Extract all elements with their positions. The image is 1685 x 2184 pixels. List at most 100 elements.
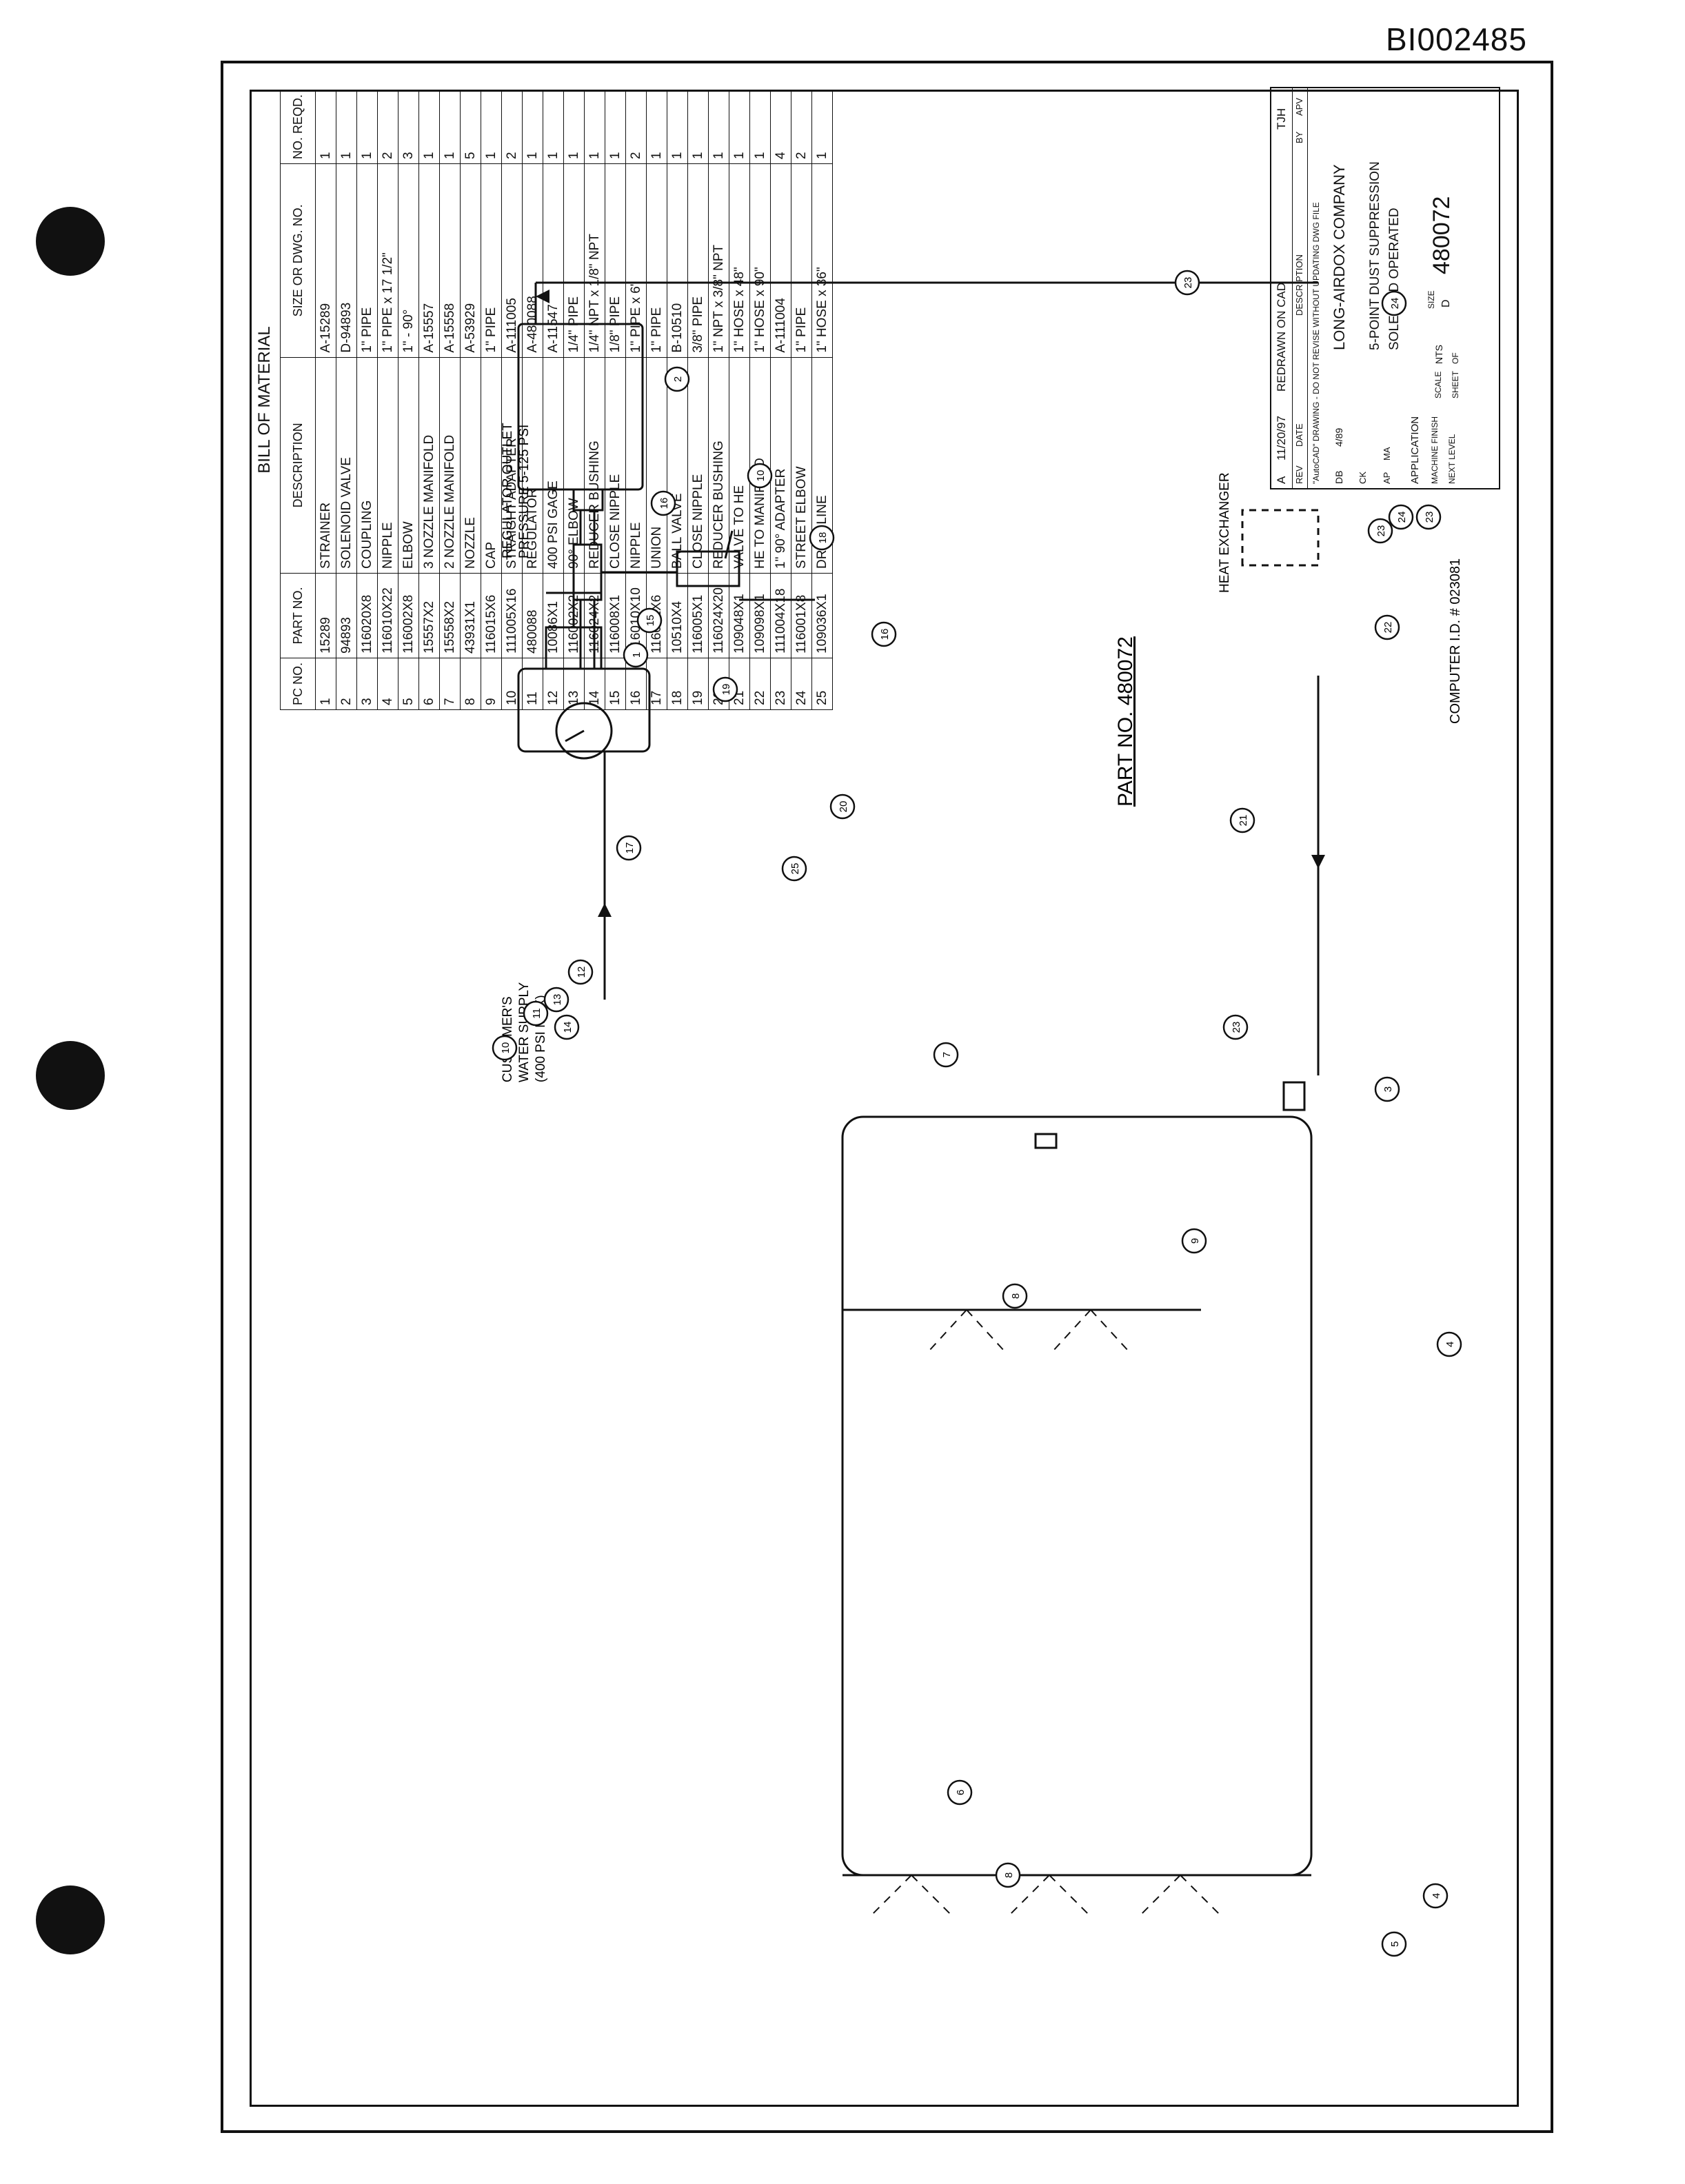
callout-bubble	[664, 366, 690, 392]
callout-21: 21	[1229, 807, 1255, 833]
callout-17: 17	[616, 835, 642, 861]
callout-13: 13	[543, 987, 569, 1013]
spray-3nozzle-c-1	[1138, 1874, 1181, 1917]
callout-16: 16	[871, 621, 897, 647]
callout-24: 24	[1381, 290, 1407, 316]
callout-bubble	[747, 463, 773, 489]
callout-bubble	[1174, 270, 1200, 296]
regulator-body	[517, 667, 651, 753]
callout-number: 13	[552, 994, 563, 1006]
binder-hole-bottom	[36, 1885, 105, 1954]
callout-19: 19	[712, 676, 738, 702]
heat-exchanger-box	[1241, 509, 1320, 567]
callout-group: 1 23 4 4 5 6 7 8 8 9 10 10 11 12 13 14 15 16 16 17 18 19 20 21 2…	[492, 270, 1462, 1957]
callout-11: 11	[523, 1000, 549, 1027]
spray-2nozzle-b-2	[1090, 1309, 1129, 1352]
callout-25: 25	[781, 856, 807, 882]
callout-number: 8	[1003, 1872, 1015, 1878]
callout-bubble	[554, 1014, 580, 1040]
regulator-bonnet	[545, 626, 603, 670]
heat-exchanger-label: HEAT EXCHANGER	[1218, 472, 1232, 593]
callout-14: 14	[554, 1014, 580, 1040]
callout-10: 10	[492, 1035, 518, 1061]
callout-number: 10	[755, 470, 767, 482]
callout-number: 16	[658, 498, 670, 509]
callout-bubble	[1374, 1076, 1400, 1102]
callout-number: 20	[838, 801, 849, 813]
callout-bubble	[616, 835, 642, 861]
callout-bubble	[995, 1862, 1021, 1888]
hose-21-arrow	[536, 290, 549, 303]
ball-valve-body	[676, 550, 740, 587]
callout-number: 9	[1189, 1238, 1201, 1244]
callout-18: 18	[809, 525, 835, 551]
callout-9: 9	[1181, 1228, 1207, 1254]
callout-number: 16	[879, 629, 891, 640]
callout-number: 24	[1396, 512, 1408, 523]
callout-bubble	[1388, 504, 1414, 530]
callout-number: 15	[645, 615, 656, 627]
callout-5: 5	[1381, 1931, 1407, 1957]
callout-22: 22	[1374, 614, 1400, 640]
rotated-drawing: BILL OF MATERIAL PC NO. PART NO. DESCRIP…	[250, 87, 1515, 2103]
callout-bubble	[1381, 290, 1407, 316]
solenoid-valve-body	[517, 323, 644, 491]
union-body	[572, 488, 604, 512]
callout-bubble	[650, 490, 676, 516]
callout-15: 15	[636, 607, 663, 634]
callout-4: 4	[1436, 1331, 1462, 1357]
callout-10: 10	[747, 463, 773, 489]
callout-number: 5	[1389, 1941, 1401, 1947]
callout-3: 3	[1374, 1076, 1400, 1102]
callout-number: 19	[720, 684, 732, 696]
callout-23: 23	[1367, 518, 1393, 544]
callout-4: 4	[1422, 1883, 1449, 1909]
callout-bubble	[1381, 1931, 1407, 1957]
callout-20: 20	[829, 793, 856, 820]
callout-bubble	[623, 642, 649, 668]
callout-number: 24	[1389, 298, 1401, 310]
pressure-gage	[555, 702, 613, 760]
coupling-3	[1282, 1081, 1306, 1111]
callout-number: 25	[789, 863, 801, 875]
regulator-outlet-label-line2: PRESSURE 5-125 PSI	[517, 425, 532, 558]
callout-8: 8	[995, 1862, 1021, 1888]
callout-23: 23	[1174, 270, 1200, 296]
drawing-frame	[250, 90, 1519, 2107]
callout-bubble	[712, 676, 738, 702]
callout-16: 16	[650, 490, 676, 516]
callout-bubble	[523, 1000, 549, 1027]
customer-supply-label-line2: WATER SUPPLY	[517, 982, 532, 1082]
callout-number: 3	[1382, 1086, 1394, 1092]
callout-23: 23	[1222, 1014, 1249, 1040]
spray-3nozzle-a-2	[911, 1874, 954, 1917]
callout-bubble	[933, 1042, 959, 1068]
callout-number: 7	[941, 1052, 953, 1058]
callout-bubble	[1415, 504, 1442, 530]
callout-bubble	[567, 959, 594, 985]
callout-6: 6	[947, 1779, 973, 1806]
callout-number: 11	[531, 1008, 543, 1019]
callout-number: 12	[576, 967, 587, 978]
callout-number: 22	[1382, 622, 1394, 634]
end-cap-9	[1034, 1133, 1058, 1149]
callout-number: 18	[817, 532, 829, 544]
callout-bubble	[1367, 518, 1393, 544]
callout-number: 8	[1010, 1293, 1022, 1299]
drawing-sheet-border	[221, 61, 1553, 2133]
callout-number: 23	[1231, 1022, 1242, 1033]
callout-bubble	[871, 621, 897, 647]
spray-2nozzle-b-1	[1052, 1309, 1091, 1352]
callout-1: 1	[623, 642, 649, 668]
document-id: BI002485	[1386, 21, 1527, 57]
nozzle-manifold-frame	[841, 1115, 1313, 1877]
spray-3nozzle-c-2	[1180, 1874, 1222, 1917]
strainer-body	[572, 543, 603, 601]
callout-bubble	[781, 856, 807, 882]
piping-schematic: PART NO. 480072 COMPUTER I.D. # 023081 R…	[492, 270, 1463, 1957]
callout-number: 1	[631, 652, 643, 658]
callout-23: 23	[1415, 504, 1442, 530]
callout-bubble	[636, 607, 663, 634]
gage-needle	[565, 729, 585, 742]
callout-number: 23	[1375, 525, 1387, 537]
